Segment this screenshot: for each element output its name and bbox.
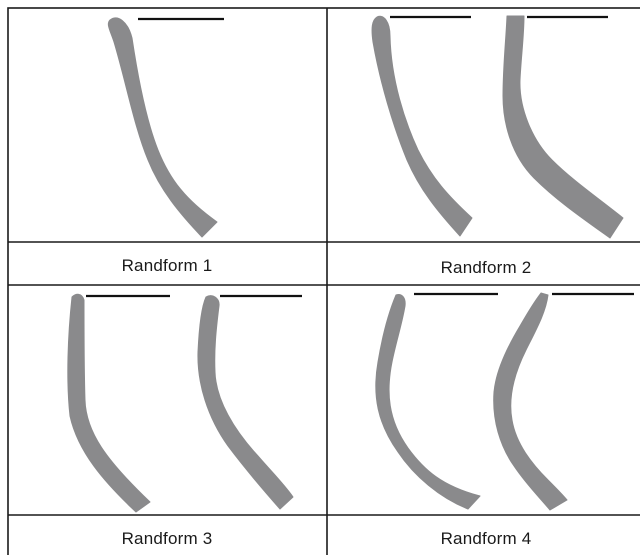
grid-frame [7,7,640,555]
outer-border [7,7,640,555]
outline-shape-4b [493,292,568,511]
scale-bars [86,15,634,298]
panel-label-randform-1: Randform 1 [121,256,213,275]
panel-label-randform-4: Randform 4 [440,529,532,548]
panel-label-randform-2: Randform 2 [440,258,532,277]
panel-label-randform-3: Randform 3 [121,529,213,548]
outline-shape-4a [375,294,481,510]
outline-shape-1 [107,17,218,238]
outline-shapes [67,15,624,513]
outline-shape-3b [197,295,294,510]
outline-shape-2a [371,15,473,237]
outline-shape-3a [67,293,151,513]
outline-shape-2b [502,15,624,239]
